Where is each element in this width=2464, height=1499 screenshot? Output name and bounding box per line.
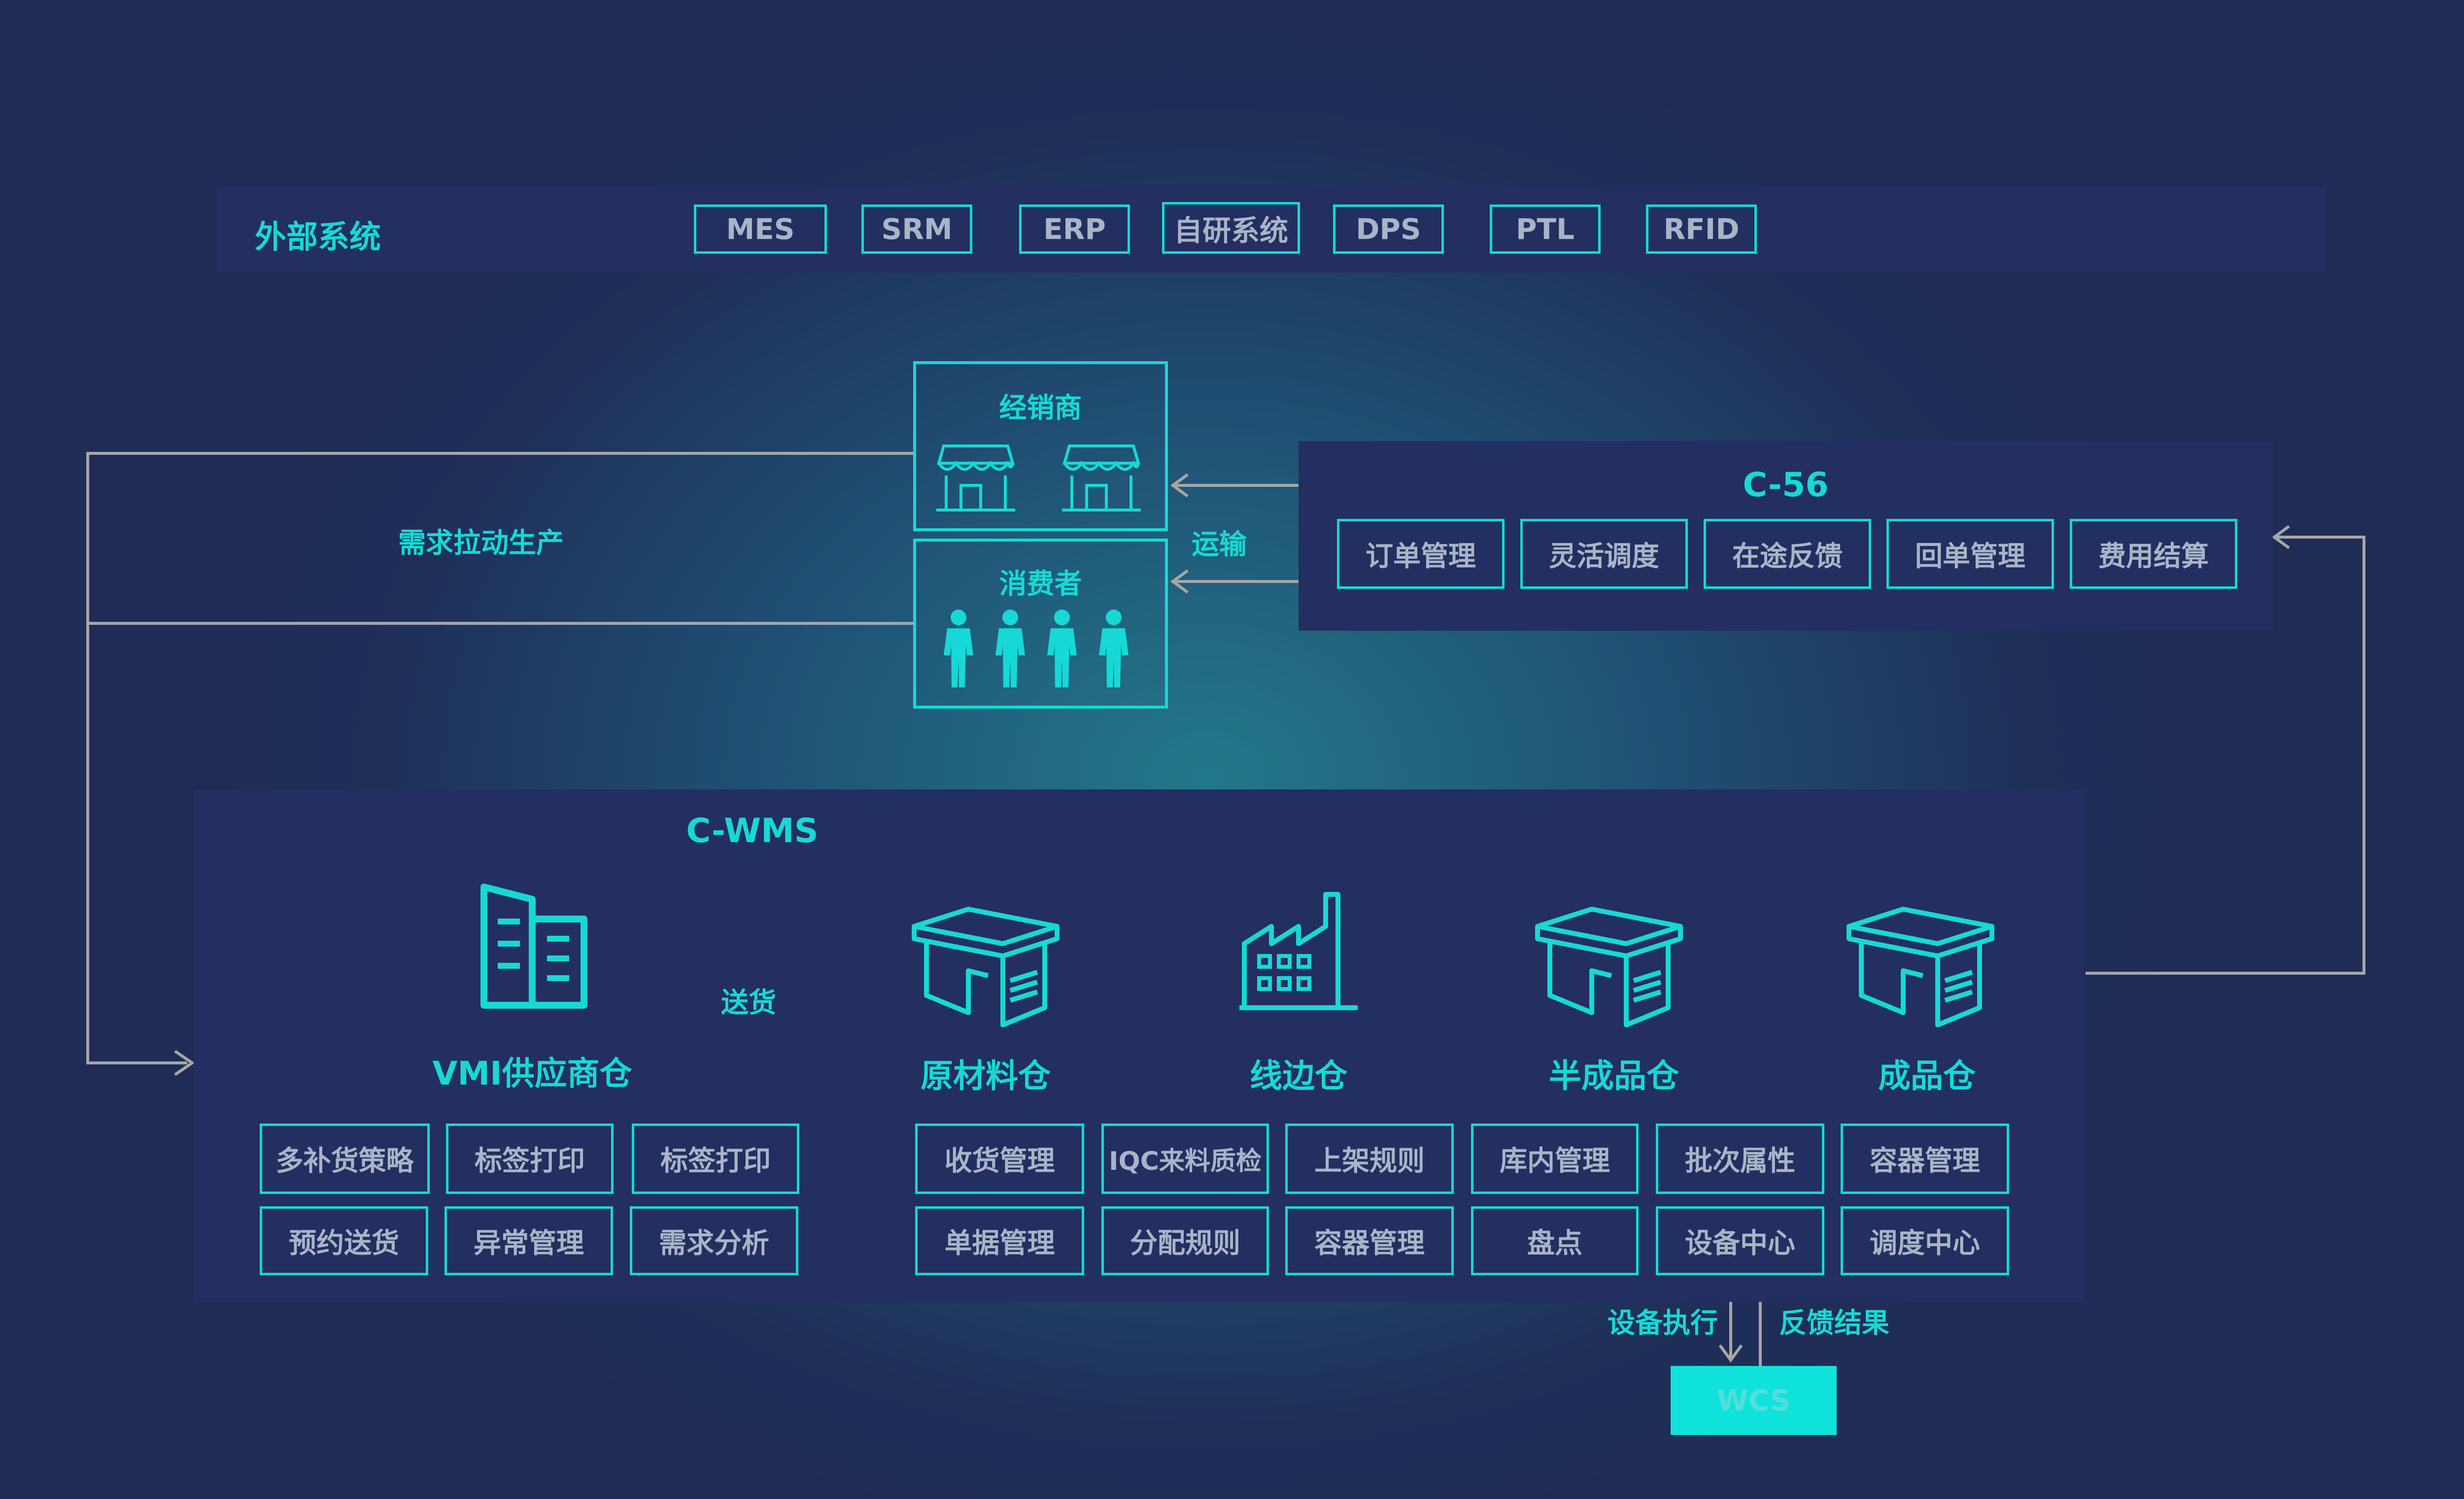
system-tag: 自研系统 — [1162, 202, 1300, 254]
wms-module: 盘点 — [1471, 1206, 1639, 1275]
transport-label: 运输 — [1192, 529, 1247, 561]
warehouse-icon — [1847, 907, 1994, 1027]
demand-line-top — [86, 452, 914, 1064]
wcs-box: WCS — [1671, 1366, 1837, 1435]
dealer-title: 经销商 — [999, 392, 1082, 424]
wms-module: 容器管理 — [1285, 1206, 1454, 1275]
warehouse-icon — [912, 907, 1060, 1027]
system-tag: ERP — [1019, 204, 1130, 254]
vmi-module: 异常管理 — [445, 1206, 613, 1275]
wms-module: 收货管理 — [915, 1124, 1084, 1194]
vmi-module: 需求分析 — [630, 1206, 798, 1275]
c56-panel — [1299, 441, 2273, 631]
deliver-label: 送货 — [721, 987, 776, 1019]
wms-module: 上架规则 — [1285, 1124, 1454, 1194]
c56-module: 订单管理 — [1337, 519, 1505, 589]
vmi-module: 多补货策略 — [260, 1124, 430, 1194]
vmi-module: 预约送货 — [260, 1206, 428, 1275]
return-line — [2086, 536, 2365, 975]
c56-title: C-56 — [1743, 466, 1829, 505]
system-tag: PTL — [1490, 204, 1601, 254]
system-tag: MES — [694, 204, 827, 254]
c56-module: 费用结算 — [2070, 519, 2237, 589]
system-tag: RFID — [1646, 204, 1757, 254]
exec-label: 设备执行 — [1608, 1307, 1718, 1339]
warehouse-label-semi: 半成品仓 — [1549, 1057, 1679, 1095]
warehouse-icon — [1535, 907, 1683, 1027]
wms-module: 设备中心 — [1656, 1206, 1824, 1275]
wms-module: 容器管理 — [1841, 1124, 2009, 1194]
wms-module: 批次属性 — [1656, 1124, 1824, 1194]
external-systems-title: 外部系统 — [255, 219, 381, 256]
building-icon — [480, 884, 587, 1009]
warehouse-label-finished: 成品仓 — [1878, 1057, 1976, 1095]
wms-module: IQC来料质检 — [1101, 1124, 1269, 1194]
warehouse-label-raw: 原材料仓 — [921, 1057, 1051, 1095]
vmi-module: 标签打印 — [446, 1124, 614, 1194]
demand-label: 需求拉动生产 — [398, 527, 564, 559]
feedback-label: 反馈结果 — [1779, 1307, 1889, 1339]
external-systems-panel — [217, 186, 2326, 273]
warehouse-label-line: 线边仓 — [1250, 1057, 1347, 1095]
warehouse-label-vmi: VMI供应商仓 — [432, 1055, 632, 1092]
system-tag: DPS — [1333, 204, 1444, 254]
people-icon — [944, 610, 1129, 687]
system-tag: SRM — [861, 204, 972, 254]
c56-module: 回单管理 — [1886, 519, 2054, 589]
c56-module: 在途反馈 — [1704, 519, 1871, 589]
store-icon — [1062, 444, 1141, 511]
store-icon — [936, 444, 1015, 511]
dealer-box — [913, 361, 1168, 531]
consumer-title: 消费者 — [999, 568, 1082, 600]
wms-module: 调度中心 — [1841, 1206, 2009, 1275]
c56-module: 灵活调度 — [1520, 519, 1688, 589]
factory-icon — [1239, 892, 1358, 1010]
vmi-module: 标签打印 — [632, 1124, 799, 1194]
wms-module: 单据管理 — [915, 1206, 1084, 1275]
wms-module: 分配规则 — [1101, 1206, 1269, 1275]
wms-module: 库内管理 — [1471, 1124, 1639, 1194]
cwms-title: C-WMS — [686, 812, 819, 851]
cwms-panel — [194, 789, 2085, 1302]
consumer-box — [913, 539, 1168, 709]
